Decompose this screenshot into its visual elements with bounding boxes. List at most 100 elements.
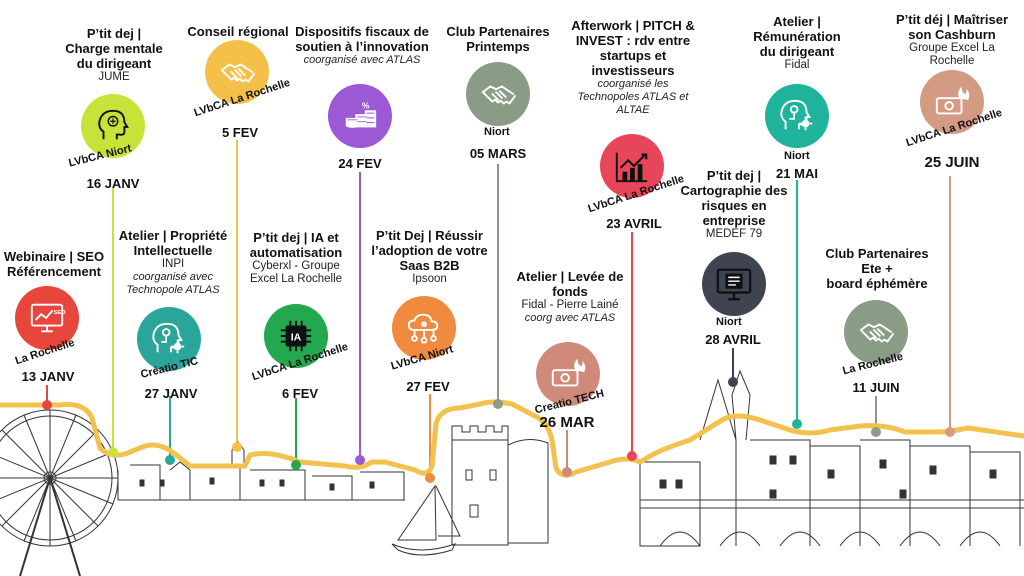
event-title: P’tit dej | Charge mentale du dirigeant [65,26,163,71]
event-e3-circle [137,307,201,371]
dot-e3 [165,455,175,465]
skyline-drawing [0,369,1024,576]
event-title: P’tit dej | IA et automatisation [249,230,343,260]
dot-e5 [291,460,301,470]
timeline-route [0,399,1024,478]
handshake-icon [218,53,256,91]
event-title: P’tit dej | Cartographie des risques en … [680,168,788,228]
head-gears-icon [778,97,816,135]
event-title: P’tit Dej | Réussir l’adoption de votre … [371,228,488,273]
event-note: coorganisé les Technopoles ATLAS et ALTA… [577,78,689,116]
event-e5-text: P’tit dej | IA et automatisation Cyberxl… [240,230,352,286]
dot-e13 [871,427,881,437]
event-title: Atelier | Rémunération du dirigeant [753,14,841,59]
event-e13-circle [844,300,908,364]
event-title: Webinaire | SEO Référencement [3,249,105,279]
event-title: Atelier | Propriété Intellectuelle [118,228,228,258]
event-e14-circle [920,70,984,134]
event-location: Niort [484,126,510,138]
event-e13-text: Club Partenaires Ete + board éphémère [815,246,939,291]
event-date: 13 JANV [21,369,75,384]
event-title: Conseil régional [187,24,289,39]
cloud-network-icon [405,309,443,347]
event-date: 27 JANV [144,386,198,401]
event-e7-circle [392,296,456,360]
event-location: Niort [716,316,742,328]
event-title: Club Partenaires Ete + board éphémère [825,246,929,291]
event-e4-circle [205,40,269,104]
event-organizer: MEDEF 79 [705,228,763,240]
route-dots [42,377,955,483]
coins-percent-icon [341,97,379,135]
event-e11-text: P’tit dej | Cartographie des risques en … [674,168,794,241]
handshake-icon [857,313,895,351]
event-organizer: JUME [98,71,130,83]
event-e9-circle [536,342,600,406]
event-note: coorganisé avec Technopole ATLAS [126,271,220,296]
dot-e9 [562,467,572,477]
event-e5-circle: IA [264,304,328,368]
dot-e8 [493,399,503,409]
dot-e6 [355,455,365,465]
event-e12-circle [765,84,829,148]
event-location: Niort [784,150,810,162]
event-organizer: Cyberxl - Groupe Excel La Rochelle [249,260,343,285]
event-date: 21 MAI [776,166,818,181]
handshake-icon [479,75,517,113]
dot-e10 [627,451,637,461]
dot-e11 [728,377,738,387]
dot-e7 [425,473,435,483]
event-organizer: INPI [161,258,185,270]
event-title: Atelier | Levée de fonds [516,269,624,299]
dot-e1 [42,400,52,410]
event-e1-circle [15,286,79,350]
dot-e2 [108,447,118,457]
event-e3-text: Atelier | Propriété Intellectuelle INPI … [113,228,233,297]
event-date: 11 JUIN [852,380,900,395]
event-date: 5 FEV [221,125,259,140]
event-organizer: Ipsoon [412,273,447,285]
money-fire-icon [933,83,971,121]
event-e2-circle [81,94,145,158]
event-e12-text: Atelier | Rémunération du dirigeant Fida… [745,14,849,72]
event-note: coorg avec ATLAS [524,312,616,324]
event-date: 23 AVRIL [606,216,662,231]
event-e10-circle [600,134,664,198]
event-organizer: Groupe Excel La Rochelle [909,42,995,67]
event-note: coorganisé avec ATLAS [303,54,421,66]
brain-head-icon [94,107,132,145]
event-e8-text: Club Partenaires Printemps [440,24,556,54]
event-date: 16 JANV [86,176,140,191]
seo-monitor-icon [28,299,66,337]
event-date: 25 JUIN [924,154,980,171]
ferris-wheel [0,409,119,576]
event-e11-circle [702,252,766,316]
event-e8-circle [466,62,530,126]
head-gears-icon [150,320,188,358]
connector-lines [46,140,951,478]
trend-chart-icon [613,147,651,185]
event-title: Afterwork | PITCH & INVEST : rdv entre s… [571,18,695,78]
event-date: 27 FEV [406,379,450,394]
event-e10-text: Afterwork | PITCH & INVEST : rdv entre s… [562,18,704,117]
dot-e4 [232,442,242,452]
event-date: 6 FEV [281,386,319,401]
event-title: Club Partenaires Printemps [446,24,550,54]
ai-chip-label: IA [291,332,302,343]
event-date: 24 FEV [338,156,382,171]
event-date: 26 MAR [539,414,595,431]
event-title: P’tit déj | Maîtriser son Cashburn [896,12,1008,42]
money-fire-icon [549,355,587,393]
event-e4-text: Conseil régional [180,24,296,39]
ai-chip-icon: IA [277,317,315,355]
event-e14-text: P’tit déj | Maîtriser son Cashburn Group… [884,12,1020,68]
event-organizer: Fidal - Pierre Lainé [521,299,619,311]
dot-e12 [792,419,802,429]
event-e1-text: Webinaire | SEO Référencement [0,249,108,279]
computer-doc-icon [715,265,753,303]
event-date: 28 AVRIL [705,332,761,347]
event-e6-circle [328,84,392,148]
event-e7-text: P’tit Dej | Réussir l’adoption de votre … [362,228,497,286]
